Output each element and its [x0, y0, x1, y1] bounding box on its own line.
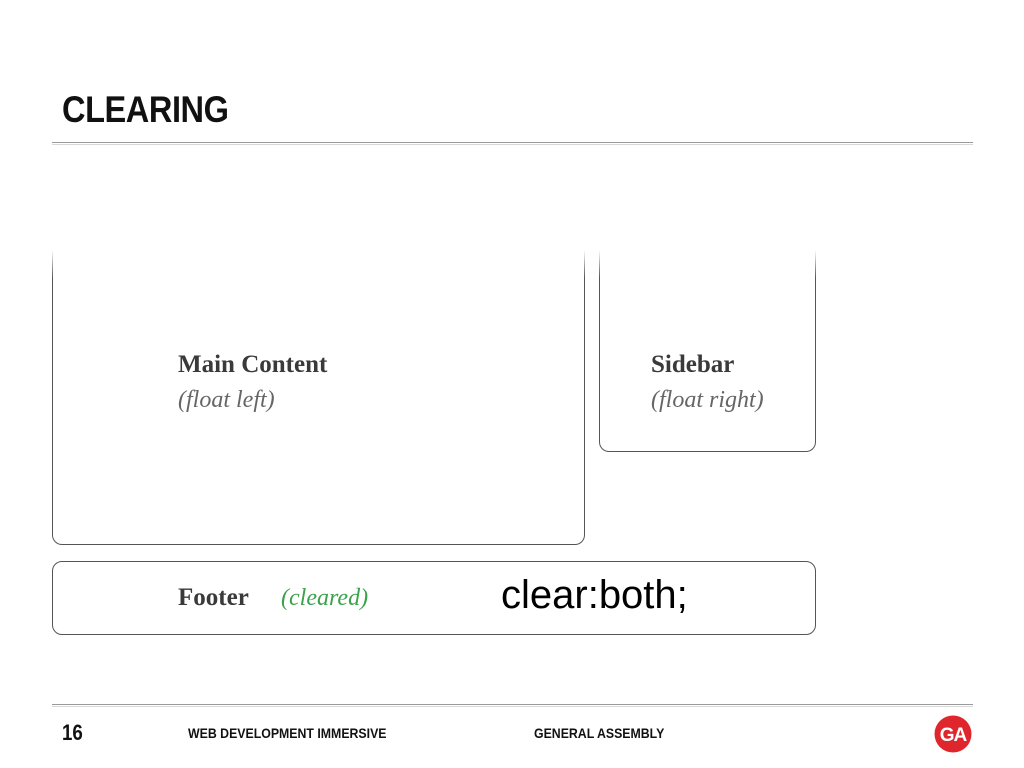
main-content-fade [49, 250, 588, 278]
course-name: WEB DEVELOPMENT IMMERSIVE [188, 725, 387, 741]
sidebar-label: Sidebar [651, 351, 735, 378]
footer-note: (cleared) [281, 585, 369, 611]
bottom-divider [52, 704, 973, 705]
ga-logo-text: GA [940, 725, 968, 746]
footer-box: Footer (cleared) clear:both; [52, 561, 816, 635]
sidebar-fade [596, 250, 819, 278]
title-divider [52, 142, 973, 143]
slide-title: CLEARING [62, 89, 229, 130]
sidebar-note: (float right) [651, 387, 764, 413]
slide-number: 16 [62, 720, 83, 745]
sidebar-box: Sidebar (float right) [596, 250, 819, 452]
footer-label: Footer [178, 584, 249, 611]
main-content-box: Main Content (float left) [49, 250, 588, 545]
organization-name: GENERAL ASSEMBLY [534, 725, 665, 741]
clear-both-code: clear:both; [501, 573, 688, 617]
main-content-note: (float left) [178, 387, 275, 413]
main-content-label: Main Content [178, 351, 328, 378]
ga-logo-icon: GA [934, 715, 972, 753]
